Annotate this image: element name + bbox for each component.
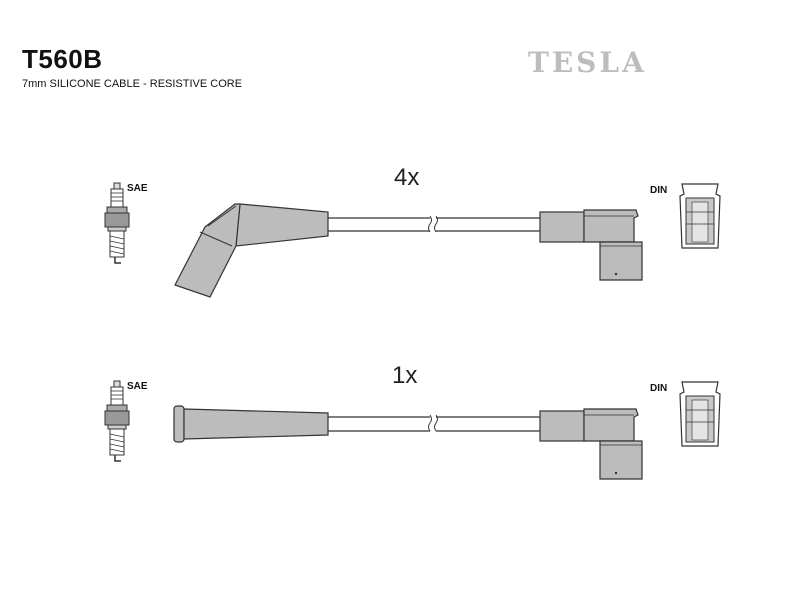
row1-din-cap-icon (679, 183, 721, 249)
row1-angled-plug-boot (174, 203, 329, 298)
row2-din-boot (539, 408, 643, 480)
row1-quantity: 4x (394, 164, 420, 191)
cable-description: 7mm SILICONE CABLE - RESISTIVE CORE (22, 78, 243, 90)
row1-din-boot (539, 209, 643, 281)
row2-cable (328, 414, 540, 432)
row2-din-cap-icon (679, 381, 721, 447)
row2-straight-plug-boot (173, 405, 329, 443)
row1-sae-label: SAE (127, 183, 148, 194)
row2-din-label: DIN (650, 383, 668, 394)
row1-cable (328, 215, 540, 233)
brand-logo: TESLA (528, 46, 647, 79)
row2-spark-plug-icon (104, 380, 130, 462)
row1-spark-plug-icon (104, 182, 130, 264)
part-number: T560B (22, 44, 103, 74)
row1-din-label: DIN (650, 185, 668, 196)
row2-quantity: 1x (392, 362, 418, 389)
row2-sae-label: SAE (127, 381, 148, 392)
